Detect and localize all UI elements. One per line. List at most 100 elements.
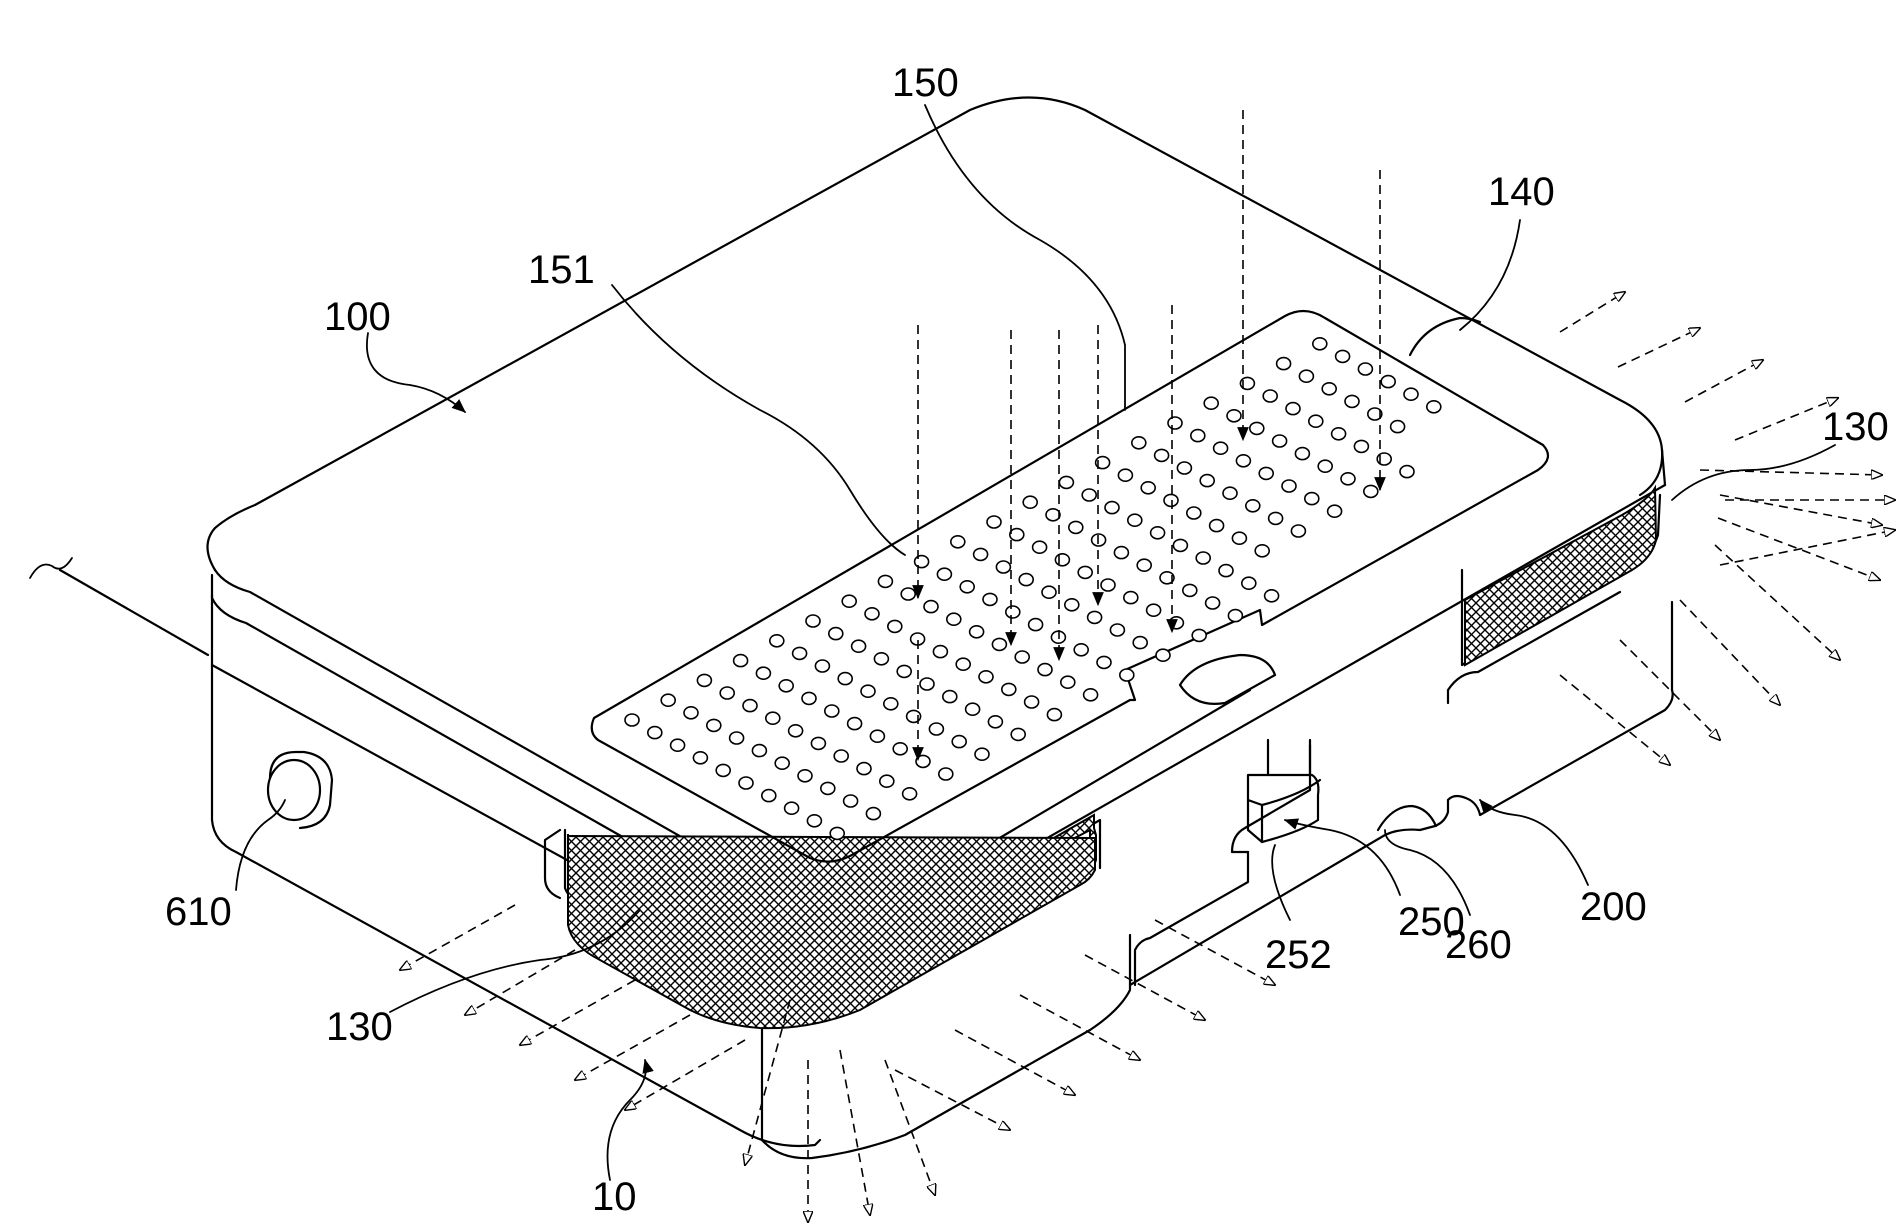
perforation-hole: [1294, 446, 1311, 461]
perforation-hole: [624, 713, 640, 727]
perforation-hole: [1212, 441, 1229, 456]
perforation-hole: [1000, 682, 1017, 697]
perforation-hole: [760, 788, 777, 803]
perforation-hole: [1027, 617, 1044, 632]
perforation-hole: [1239, 376, 1256, 391]
perforation-hole: [1081, 488, 1097, 502]
perforation-hole: [1045, 507, 1061, 522]
perforation-hole: [728, 731, 745, 745]
perforation-hole: [1117, 468, 1134, 483]
perforated-panel: [590, 309, 1550, 863]
perforation-hole: [860, 684, 876, 699]
perforation-hole: [738, 776, 754, 790]
perforation-hole: [1227, 608, 1244, 623]
perforation-hole: [1086, 610, 1103, 625]
perforation-hole: [1235, 453, 1252, 468]
perforation-hole: [806, 813, 823, 828]
perforation-hole: [1399, 464, 1415, 479]
perforation-hole: [1136, 558, 1152, 573]
perforation-hole: [1281, 479, 1297, 493]
perforation-hole: [755, 666, 772, 681]
perforation-hole: [1326, 504, 1343, 519]
leader-lines: [235, 104, 1836, 1181]
exhaust-arrow: [1559, 674, 1670, 765]
perforation-hole: [1123, 590, 1139, 605]
perforation-hole: [833, 749, 850, 763]
exhaust-arrow: [465, 949, 576, 1015]
perforation-hole: [968, 624, 985, 639]
exhaust-arrow: [1619, 639, 1720, 740]
perforation-hole: [896, 664, 913, 679]
perforation-hole: [1153, 448, 1170, 463]
perforation-hole: [900, 587, 917, 601]
perforation-hole: [1249, 421, 1265, 436]
perforation-hole: [829, 826, 846, 841]
exhaust-arrow: [1617, 328, 1700, 368]
perforation-hole: [764, 711, 781, 726]
perforation-hole: [865, 806, 882, 821]
perforation-hole: [1004, 605, 1021, 619]
perforation-hole: [801, 691, 817, 706]
perforation-hole: [1195, 551, 1211, 565]
perforation-hole: [1113, 545, 1130, 560]
perforation-hole: [995, 560, 1012, 574]
perforation-hole: [1204, 596, 1221, 610]
perforation-hole: [1096, 655, 1112, 670]
exhaust-arrow: [1084, 954, 1205, 1020]
label-610: 610: [165, 890, 232, 934]
perforation-hole: [1208, 518, 1225, 533]
perforation-hole: [696, 673, 713, 688]
perforation-hole: [959, 579, 976, 594]
perforation-hole: [991, 637, 1008, 652]
perforation-hole: [1344, 394, 1360, 409]
exhaust-arrow: [1714, 544, 1840, 660]
perforation-hole: [941, 689, 958, 704]
perforation-hole: [1163, 493, 1179, 508]
leader-130-left: [389, 909, 641, 1013]
perforation-hole: [850, 639, 867, 654]
perforation-hole: [1199, 473, 1215, 488]
perforation-hole: [877, 574, 894, 589]
label-250: 250: [1398, 900, 1465, 944]
perforation-hole: [1023, 695, 1040, 709]
perforation-hole: [1022, 495, 1038, 510]
perforation-hole: [901, 786, 918, 801]
perforation-hole: [719, 686, 736, 700]
perforation-hole: [869, 729, 886, 744]
perforation-hole: [882, 696, 899, 711]
perforation-hole: [987, 714, 1004, 729]
exhaust-arrow: [1734, 398, 1838, 441]
perforation-hole: [1119, 668, 1135, 682]
perforation-hole: [1073, 642, 1089, 657]
mesh-vent-left-body: [567, 834, 1096, 1030]
exhaust-arrow: [894, 1069, 1010, 1130]
leader-130-right: [1671, 444, 1836, 501]
perforation-hole: [1389, 419, 1406, 434]
label-100: 100: [324, 295, 391, 339]
perforation-hole: [856, 761, 872, 776]
label-260: 260: [1445, 923, 1512, 967]
perforation-hole: [1082, 687, 1099, 702]
perforation-hole: [1031, 540, 1048, 555]
label-252: 252: [1265, 933, 1332, 977]
perforation-hole: [1321, 381, 1337, 396]
perforation-hole: [913, 554, 930, 569]
airflow-arrows: [400, 110, 1895, 1222]
perforation-hole: [1037, 662, 1053, 677]
perforation-hole: [1064, 597, 1080, 612]
perforation-hole: [949, 534, 966, 549]
mesh-vent-right: [1464, 484, 1658, 667]
perforation-hole: [1014, 650, 1031, 664]
perforation-hole: [778, 678, 795, 693]
perforation-hole: [768, 633, 785, 648]
exhaust-arrow: [745, 999, 791, 1165]
perforation-hole: [1018, 572, 1034, 587]
exhaust-arrow: [1154, 919, 1275, 985]
perforation-hole: [1127, 513, 1143, 528]
perforation-hole: [841, 594, 858, 609]
perforation-hole: [919, 677, 935, 691]
perforation-hole: [1403, 387, 1419, 402]
perforation-hole: [905, 709, 922, 724]
perforation-hole: [1094, 455, 1111, 470]
perforation-hole: [1104, 500, 1120, 515]
